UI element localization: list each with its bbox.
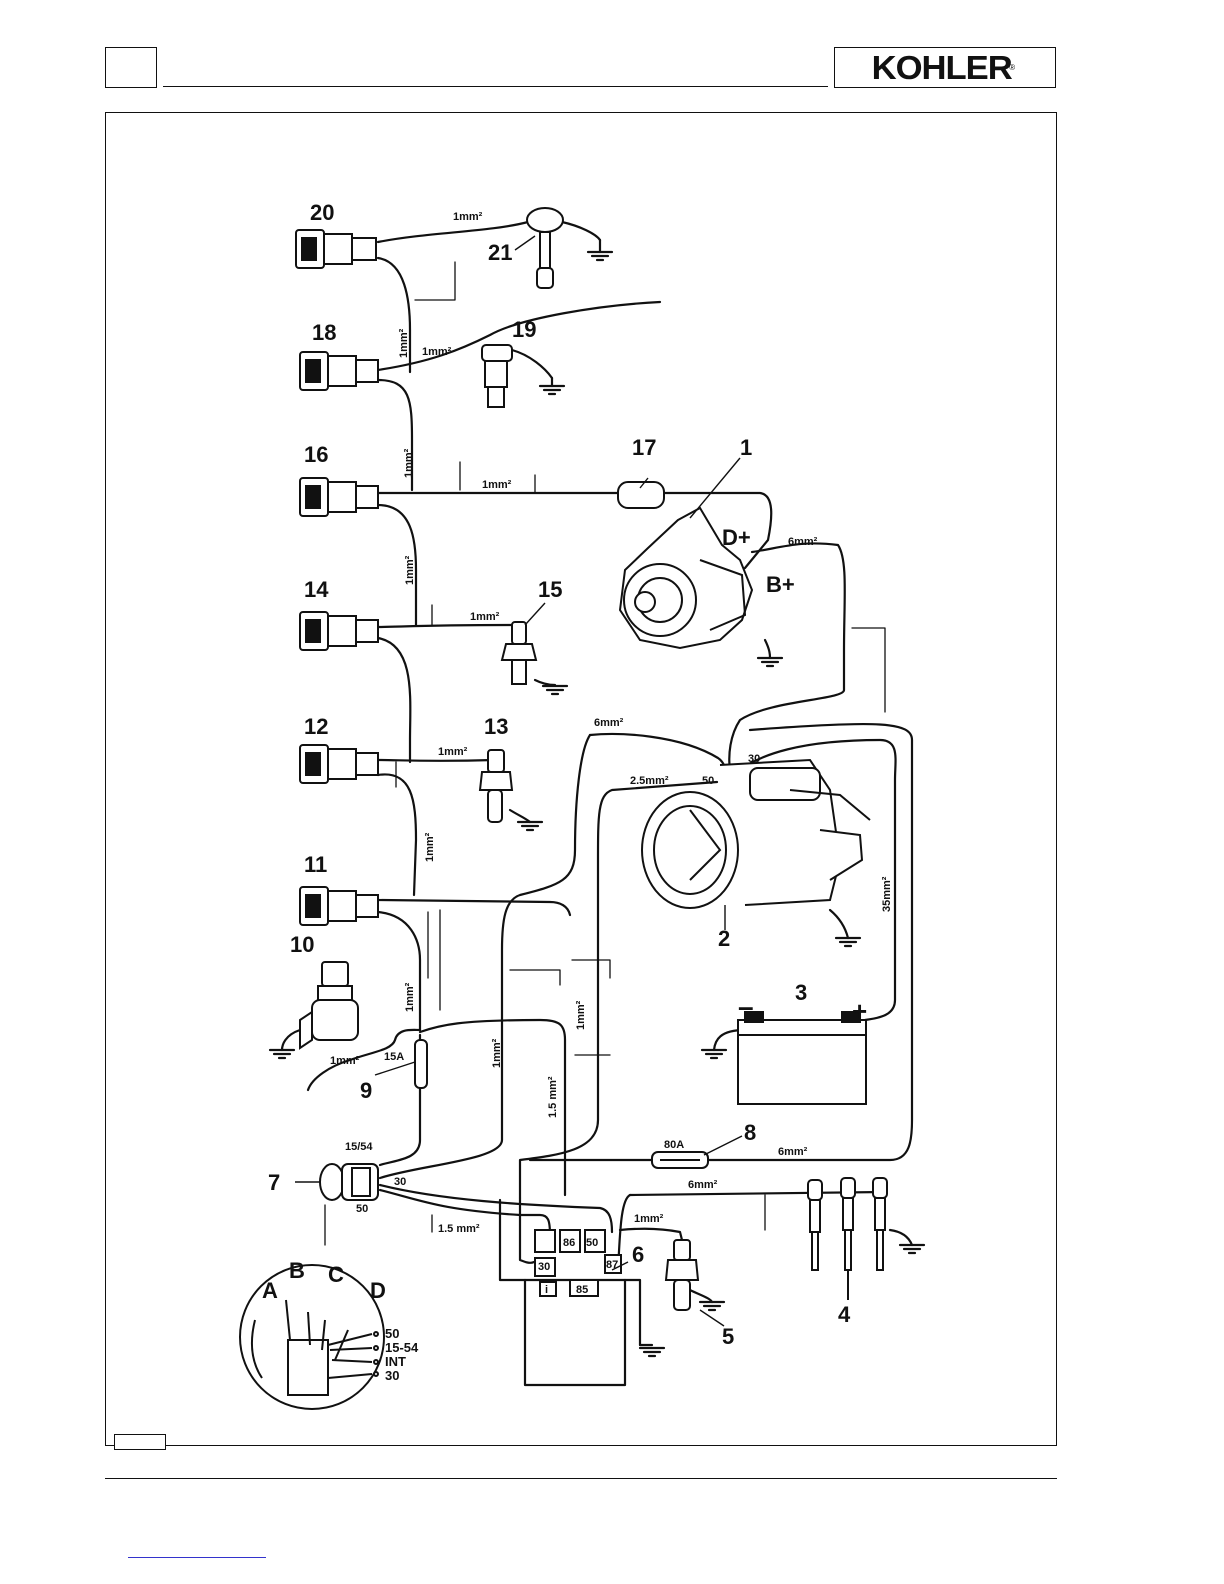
wire-label-16-14: 1mm²	[404, 555, 416, 585]
pressure-sensor-15[interactable]	[502, 622, 536, 684]
label-21: 21	[488, 240, 512, 265]
terminal-b-plus: B+	[766, 572, 795, 597]
label-12: 12	[304, 714, 328, 739]
wire-label-14-15: 1mm²	[470, 611, 500, 623]
wire-label-10-9: 1mm²	[330, 1055, 360, 1067]
key-pos-d: D	[370, 1278, 386, 1303]
label-19: 19	[512, 317, 536, 342]
key-contact-50: 50	[385, 1326, 399, 1341]
terminal-50: 50	[702, 775, 714, 787]
ignition-switch-7[interactable]	[320, 1164, 378, 1200]
label-8: 8	[744, 1120, 756, 1145]
key-pos-a: A	[262, 1278, 278, 1303]
fuse-8[interactable]	[652, 1152, 708, 1168]
float-sensor-21[interactable]	[527, 208, 563, 288]
wire-label-left1: 1mm²	[491, 1038, 503, 1068]
terminal-30: 30	[748, 753, 760, 765]
label-16: 16	[304, 442, 328, 467]
label-6: 6	[632, 1242, 644, 1267]
wire-label-alt-b: 6mm²	[788, 536, 818, 548]
starter-motor-2[interactable]	[642, 760, 870, 908]
label-5: 5	[722, 1324, 734, 1349]
connector-18[interactable]	[300, 352, 378, 390]
wire-label-glow: 6mm²	[688, 1179, 718, 1191]
fuse-8-rating: 80A	[664, 1139, 684, 1151]
wire-label-mid2: 1.5 mm²	[438, 1223, 480, 1235]
terminal-labels: D+ B+ 30 50 15/54 30 50 15A 80A – + 86 5…	[345, 525, 867, 1296]
wire-label-18-16: 1mm²	[403, 448, 415, 478]
battery-minus: –	[738, 991, 754, 1022]
battery-3[interactable]	[738, 1012, 866, 1104]
switch-terminal-50: 50	[356, 1203, 368, 1215]
wire-label-mid: 1mm²	[575, 1000, 587, 1030]
wire-label-12-11: 1mm²	[424, 832, 436, 862]
wire-label-batt: 35mm²	[881, 876, 893, 912]
label-2: 2	[718, 926, 730, 951]
key-pos-b: B	[289, 1258, 305, 1283]
label-13: 13	[484, 714, 508, 739]
key-contact-int: INT	[385, 1354, 406, 1369]
fuel-solenoid-10[interactable]	[300, 962, 358, 1048]
label-11: 11	[304, 852, 327, 877]
label-7: 7	[268, 1170, 280, 1195]
wire-label-fuse8: 6mm²	[778, 1146, 808, 1158]
label-3: 3	[795, 980, 807, 1005]
relay-terminal-30: 30	[538, 1261, 550, 1273]
label-14: 14	[304, 577, 329, 602]
switch-terminal-15-54: 15/54	[345, 1141, 373, 1153]
temperature-sensor-5[interactable]	[666, 1240, 698, 1310]
label-17: 17	[632, 435, 656, 460]
wire-label-18-19: 1mm²	[422, 346, 452, 358]
label-10: 10	[290, 932, 314, 957]
wire-label-20-18: 1mm²	[398, 328, 410, 358]
battery-plus: +	[852, 996, 867, 1026]
relay-terminal-50: 50	[586, 1237, 598, 1249]
wire-label-start2: 2.5mm²	[630, 775, 669, 787]
connector-20[interactable]	[296, 230, 376, 268]
label-1: 1	[740, 435, 752, 460]
label-15: 15	[538, 577, 562, 602]
connector-12[interactable]	[300, 745, 378, 783]
temperature-sensor-19[interactable]	[482, 345, 512, 407]
terminal-d-plus: D+	[722, 525, 751, 550]
switch-terminal-30: 30	[394, 1176, 406, 1188]
relay-terminal-i: i	[545, 1284, 548, 1296]
relay-terminal-86: 86	[563, 1237, 575, 1249]
fuse-9[interactable]	[415, 1040, 427, 1088]
wire-label-16-17: 1mm²	[482, 479, 512, 491]
label-4: 4	[838, 1302, 851, 1327]
connector-14[interactable]	[300, 612, 378, 650]
wire-label-11-10: 1mm²	[404, 982, 416, 1012]
label-20: 20	[310, 200, 334, 225]
relay-terminal-87: 87	[606, 1259, 618, 1271]
glow-plugs-4[interactable]	[808, 1178, 887, 1300]
wire-label-start: 6mm²	[594, 717, 624, 729]
wire-label-relay5: 1mm²	[634, 1213, 664, 1225]
key-contact-30: 30	[385, 1368, 399, 1383]
wire-label-left2: 1.5 mm²	[547, 1076, 559, 1118]
label-9: 9	[360, 1078, 372, 1103]
key-pos-c: C	[328, 1262, 344, 1287]
wire-label-12-13: 1mm²	[438, 746, 468, 758]
key-contact-15-54: 15-54	[385, 1340, 419, 1355]
connector-16[interactable]	[300, 478, 378, 516]
components	[240, 208, 887, 1409]
fuse-9-rating: 15A	[384, 1051, 404, 1063]
label-18: 18	[312, 320, 336, 345]
relay-terminal-85: 85	[576, 1284, 588, 1296]
wire-label-20-21: 1mm²	[453, 211, 483, 223]
connector-11[interactable]	[300, 887, 378, 925]
